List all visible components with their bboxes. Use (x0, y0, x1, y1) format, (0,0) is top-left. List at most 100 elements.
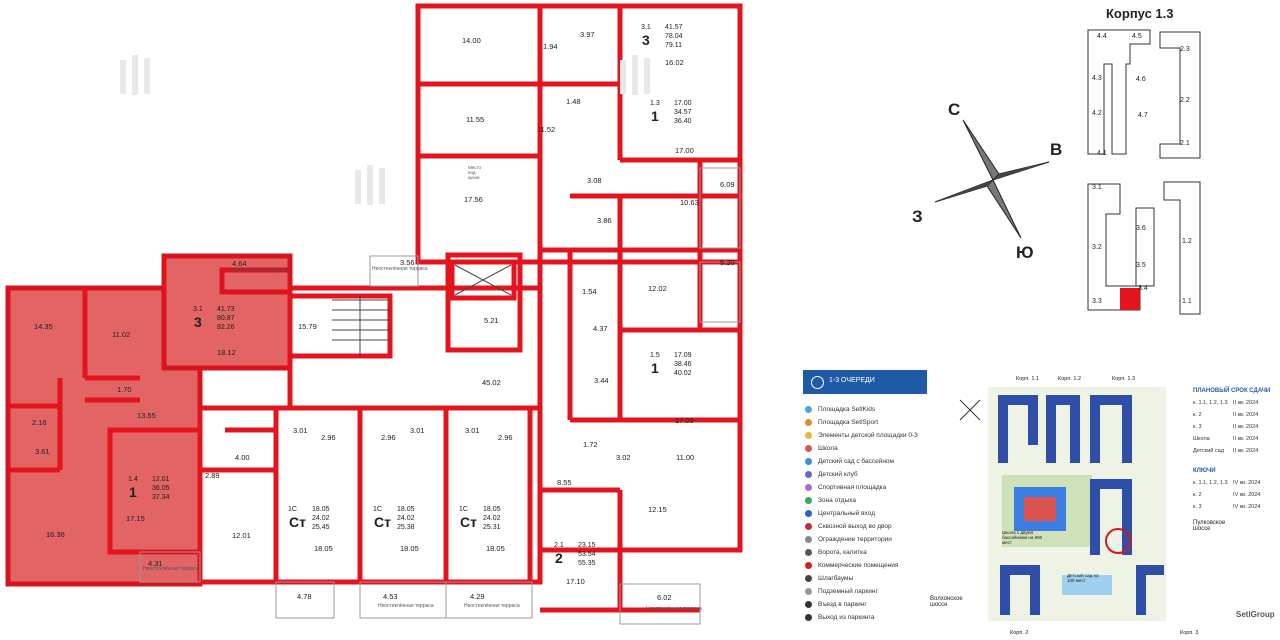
apartment-full-area: 25.45 (312, 524, 330, 531)
room-area: 18.05 (400, 544, 419, 553)
room-area: 2.96 (381, 433, 396, 442)
room-area: 13.55 (137, 411, 156, 420)
legend-marker-icon (805, 588, 812, 595)
room-area: 11.00 (676, 453, 695, 462)
legend-item: Сквозной выход во двор (805, 523, 892, 530)
apartment-full-area: 40.02 (674, 370, 692, 377)
room-area: 10.63 (680, 198, 699, 207)
legend-item: Шлагбаумы (805, 575, 853, 582)
building-section: 1.1 (1182, 298, 1192, 305)
legend-marker-icon (805, 497, 812, 504)
sun-icon (811, 376, 824, 389)
room-area: 16.02 (665, 58, 684, 67)
room-area: 17.56 (464, 195, 483, 204)
apartment-rooms: 1 (129, 484, 137, 500)
apartment-total-area: 24.02 (483, 515, 501, 522)
legend-marker-icon (805, 562, 812, 569)
keys-title: КЛЮЧИ (1193, 468, 1216, 474)
apartment-number: 1.5 (650, 352, 660, 359)
apartment-full-area: 25.38 (397, 524, 415, 531)
apartment-number: 1.3 (650, 100, 660, 107)
apartment-number: 1С (459, 506, 468, 513)
room-area: 4.31 (148, 559, 163, 568)
legend-item: Коммерческие помещения (805, 562, 898, 569)
building-section: 1.2 (1182, 238, 1192, 245)
terrace-label: Неостеклённая терраса (464, 603, 520, 609)
compass-s: Ю (1016, 243, 1034, 262)
apartment-rooms: Ст (374, 514, 391, 530)
room-area: 1.72 (583, 440, 598, 449)
room-area: 1.54 (582, 287, 597, 296)
legend-item: Въезд в паркинг (805, 601, 867, 608)
legend-marker-icon (805, 614, 812, 621)
room-area: 11.02 (112, 330, 131, 339)
apartment-total-area: 34.57 (674, 109, 692, 116)
keys-date: IV кв. 2024 (1233, 480, 1261, 486)
apartment-full-area: 79.11 (665, 42, 682, 49)
room-area: 8.55 (557, 478, 572, 487)
legend-header: 1-3 ОЧЕРЕДИ (803, 370, 927, 394)
room-area: 17.00 (675, 146, 694, 155)
room-area: 14.00 (462, 36, 481, 45)
apartment-rooms: 1 (651, 360, 659, 376)
apartment-number: 2.1 (554, 542, 564, 549)
schedule-building: к. 1.1, 1.2, 1.3 (1193, 400, 1228, 406)
room-area: 3.02 (616, 453, 631, 462)
apartment-rooms: Ст (289, 514, 306, 530)
apartment-total-area: 78.04 (665, 33, 683, 40)
room-area: 18.05 (486, 544, 505, 553)
room-area: 4.29 (470, 592, 485, 601)
legend-marker-icon (805, 484, 812, 491)
room-area: 4.00 (235, 453, 250, 462)
legend-item: Подземный паркинг (805, 588, 878, 595)
room-area: 1.94 (543, 42, 558, 51)
site-map-label: Корп. 2 (1010, 630, 1029, 636)
schedule-date: II кв. 2024 (1233, 424, 1259, 430)
apartment-living-area: 12.01 (152, 476, 170, 483)
apartment-rooms: 3 (642, 32, 650, 48)
room-area: 3.97 (580, 30, 595, 39)
room-area: 12.02 (648, 284, 667, 293)
building-section: 2.1 (1180, 140, 1190, 147)
room-area: 11.52 (537, 125, 556, 134)
highlighted-apartment[interactable] (5, 253, 293, 587)
legend-marker-icon (805, 445, 812, 452)
legend-marker-icon (805, 601, 812, 608)
room-area: 3.44 (594, 376, 609, 385)
legend-item: Детский клуб (805, 471, 858, 478)
watermarks (120, 55, 650, 205)
room-area: 3.61 (35, 447, 50, 456)
building-section: 2.2 (1180, 97, 1190, 104)
schedule-date: II кв. 2024 (1233, 400, 1259, 406)
keys-date: IV кв. 2024 (1233, 504, 1261, 510)
current-section-marker (1120, 288, 1140, 310)
apartment-full-area: 36.40 (674, 118, 692, 125)
room-area: 2.89 (205, 471, 220, 480)
building-section: 4.3 (1092, 75, 1102, 82)
room-area: 1.70 (117, 385, 132, 394)
room-area: 3.08 (587, 176, 602, 185)
room-area: 17.10 (566, 577, 585, 586)
room-area: 2.96 (321, 433, 336, 442)
compass-icon (934, 119, 1050, 239)
building-key-map (1087, 29, 1201, 315)
legend-item: Площадка SetlSport (805, 419, 878, 426)
stairwell (332, 296, 390, 356)
apartment-rooms: 2 (555, 550, 563, 566)
apartment-living-area: 23.15 (578, 542, 596, 549)
room-area: 15.79 (298, 322, 317, 331)
schedule-title: ПЛАНОВЫЙ СРОК СДАЧИ (1193, 388, 1271, 394)
building-title: Корпус 1.3 (1106, 6, 1174, 21)
legend-marker-icon (805, 536, 812, 543)
school-label: Школа с двумя бассейнами на 990 мест (1002, 530, 1043, 545)
room-area: 3.01 (410, 426, 425, 435)
floor-plan (5, 3, 743, 625)
apartment-number: 1С (288, 506, 297, 513)
legend-item: Зона отдыха (805, 497, 856, 504)
schedule-date: II кв. 2024 (1233, 448, 1259, 454)
legend-marker-icon (805, 432, 812, 439)
site-map-label: Корп. 1.2 (1058, 376, 1082, 382)
room-area: 5.21 (484, 316, 499, 325)
building-section: 3.3 (1092, 298, 1102, 305)
keys-building: к. 3 (1193, 504, 1202, 510)
